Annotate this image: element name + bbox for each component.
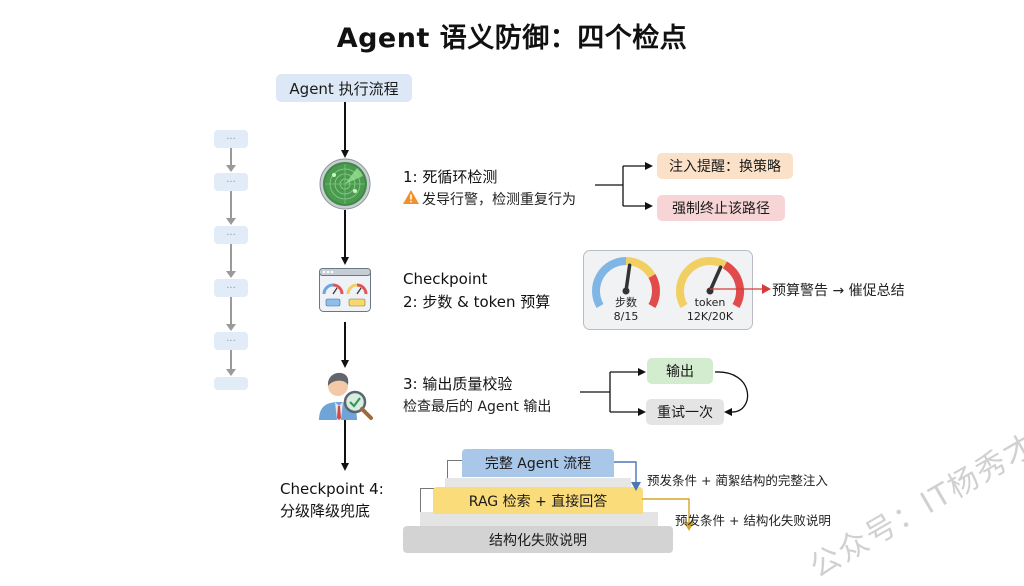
gauge-0-segment-2 [648, 274, 660, 308]
person-magnifier-check-icon [317, 366, 375, 422]
tier-step-shade [445, 478, 631, 488]
checkpoint-1-subtitle-row: 发导行警，检测重复行为 [403, 189, 576, 209]
flow-start-box: Agent 执行流程 [276, 74, 412, 102]
side-step: ... [214, 279, 248, 297]
arrow-down-icon [341, 150, 349, 158]
gauge-0-needle [624, 263, 632, 293]
gauge-steps-label: 步数 [615, 296, 637, 309]
arrow-down-icon [341, 463, 349, 471]
gauge-0-segment-0 [592, 257, 627, 308]
side-line [230, 350, 232, 370]
radar-icon [319, 158, 371, 210]
arrow-down-icon [226, 271, 236, 278]
budget-warning-result: 预算警告 → 催促总结 [772, 283, 905, 299]
tier-fallback-arrows [614, 461, 694, 531]
side-step: ... [214, 226, 248, 244]
side-step [214, 377, 248, 390]
branch-inject-reminder: 注入提醒：换策略 [657, 153, 793, 179]
tier-step-shade [420, 512, 658, 526]
tier-2-bracket [420, 488, 439, 519]
side-step: ... [214, 130, 248, 148]
side-step: ... [214, 173, 248, 191]
branch-force-terminate: 强制终止该路径 [657, 195, 785, 221]
watermark: 公众号：IT杨秀才 [804, 427, 1024, 586]
arrow-down-icon [226, 369, 236, 376]
fallback-note-1: 预发条件 + 蔺絮结构的完整注入 [647, 473, 828, 488]
page-title: Agent 语义防御：四个检点 [336, 23, 688, 54]
gauge-token-value: 12K/20K [686, 310, 734, 323]
side-line [230, 191, 232, 219]
gauge-0-segment-1 [625, 257, 656, 279]
checkpoint-3-title: 3: 输出质量校验 [403, 375, 513, 393]
arrow-down-icon [341, 360, 349, 368]
tier-structured-failure: 结构化失败说明 [403, 526, 673, 553]
checkpoint-1-subtitle: 发导行警，检测重复行为 [422, 192, 576, 208]
gauge-steps-value: 8/15 [613, 310, 639, 323]
gauge-1-segment-1 [722, 261, 744, 308]
side-line [230, 244, 232, 272]
checkpoint-2-title-line1: Checkpoint [403, 270, 488, 288]
checkpoint-1-branch-connector [595, 162, 653, 210]
side-line [230, 148, 232, 165]
checkpoint-1-title: 1: 死循环检测 [403, 168, 498, 186]
budget-gauge-panel: 步数 8/15 token 12K/20K [583, 250, 753, 330]
branch-retry-once: 重试一次 [646, 399, 724, 425]
gauge-token-label: token [694, 296, 726, 309]
checkpoint-3-branch-connector [580, 368, 749, 416]
flow-line [344, 210, 346, 260]
arrow-down-icon [341, 257, 349, 265]
gauge-0-hub [622, 287, 630, 295]
budget-warning-arrow [710, 284, 771, 294]
checkpoint-4-title-line1: Checkpoint 4: [280, 480, 384, 498]
tier-1-bracket [447, 460, 463, 483]
gauge-1-segment-0 [676, 257, 727, 308]
checkpoint-4-title-line2: 分级降级兜底 [280, 502, 371, 520]
flow-line [344, 102, 346, 152]
side-line [230, 297, 232, 325]
gauge-dashboard-icon [319, 268, 371, 312]
arrow-down-icon [226, 165, 236, 172]
warning-triangle-icon [403, 190, 419, 208]
gauges-svg [592, 257, 744, 308]
checkpoint-2-title-line2: 2: 步数 & token 预算 [403, 293, 551, 311]
flow-line [344, 420, 346, 465]
branch-output: 输出 [647, 358, 713, 384]
gauge-1-needle [708, 265, 723, 293]
tier-full-agent-flow: 完整 Agent 流程 [462, 449, 614, 477]
fallback-note-2: 预发条件 + 结构化失败说明 [675, 513, 831, 528]
tier-rag-direct-answer: RAG 检索 + 直接回答 [433, 487, 643, 514]
flow-line [344, 322, 346, 362]
arrow-down-icon [226, 324, 236, 331]
arrow-down-icon [226, 218, 236, 225]
side-step: ... [214, 332, 248, 350]
checkpoint-3-subtitle: 检查最后的 Agent 输出 [403, 399, 552, 415]
